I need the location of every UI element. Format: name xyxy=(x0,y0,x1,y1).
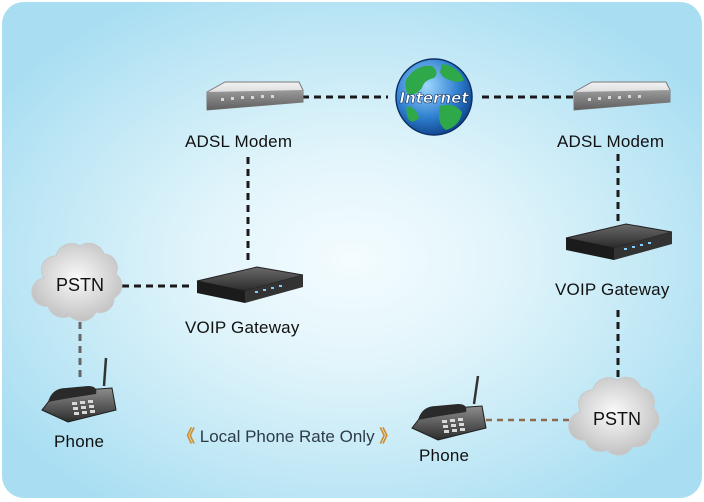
gateway-icon xyxy=(565,223,673,260)
note-open-bracket: 《 xyxy=(178,427,195,446)
internet-label: Internet xyxy=(399,89,469,107)
phone-right-label: Phone xyxy=(419,446,470,465)
note-text: Local Phone Rate Only xyxy=(199,427,375,446)
note-close-bracket: 》 xyxy=(379,427,397,446)
cloud-icon: PSTN xyxy=(568,376,660,456)
adsl-modem-left-label: ADSL Modem xyxy=(185,132,293,151)
adsl-modem-right-label: ADSL Modem xyxy=(557,132,665,151)
gateway-icon xyxy=(196,266,304,303)
voip-gateway-left-label: VOIP Gateway xyxy=(185,318,300,337)
pstn-right-label: PSTN xyxy=(593,409,641,429)
voip-gateway-right-label: VOIP Gateway xyxy=(555,280,670,299)
phone-left-label: Phone xyxy=(54,432,105,451)
modem-icon xyxy=(206,81,304,111)
local-rate-note: 《 Local Phone Rate Only 》 xyxy=(178,422,396,447)
cloud-icon: PSTN xyxy=(31,242,123,322)
pstn-left-label: PSTN xyxy=(56,275,104,295)
globe-icon: Internet xyxy=(395,58,473,136)
connector-lines xyxy=(78,95,620,422)
modem-icon xyxy=(573,81,671,111)
phone-icon xyxy=(41,357,117,423)
phone-icon xyxy=(411,375,487,441)
